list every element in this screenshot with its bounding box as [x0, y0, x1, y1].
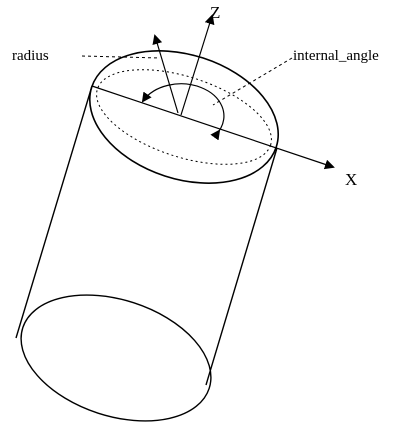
bottom-face-ellipse — [20, 294, 212, 422]
top-face-ellipse — [88, 50, 280, 184]
x-axis-arrow — [91, 85, 335, 170]
radius-arrow — [152, 34, 179, 114]
x-axis-label: X — [345, 170, 358, 189]
radius-leader-line — [81, 55, 161, 59]
z-axis-label: Z — [210, 3, 221, 22]
cylinder-left-edge — [15, 85, 93, 339]
inner-rim-dotted — [96, 69, 272, 165]
z-axis-arrow — [180, 14, 215, 116]
cylinder-right-edge — [205, 147, 278, 386]
internal-angle-label: internal_angle — [293, 48, 379, 64]
internal-angle-arc — [141, 83, 225, 141]
internal-angle-leader-line — [212, 57, 293, 106]
radius-label: radius — [12, 48, 49, 64]
